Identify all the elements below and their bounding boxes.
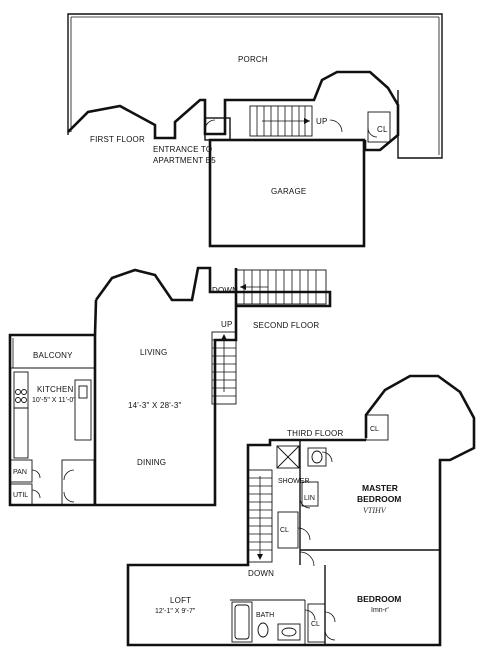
bath-vanity — [277, 623, 301, 641]
third-floor-stairs — [247, 469, 273, 563]
entrance-label-line2: APARTMENT B5 — [153, 156, 216, 165]
balcony-label: BALCONY — [33, 351, 73, 360]
third-floor-closet-mid-label: CL — [280, 527, 289, 534]
third-floor-closet-bottom — [307, 603, 326, 643]
first-floor-closet-label: CL — [377, 125, 388, 134]
entrance-door — [204, 119, 216, 131]
first-floor-label: FIRST FLOOR — [90, 135, 145, 144]
bedroom-dims: Imn-r' — [371, 607, 389, 614]
third-floor-closet-mid — [277, 511, 299, 549]
kitchen-label: KITCHEN — [37, 385, 74, 394]
bath-toilet — [257, 622, 269, 638]
master-bedroom-dims: VTIHV — [363, 506, 387, 515]
dining-label: DINING — [137, 458, 166, 467]
master-bedroom-label-line1: MASTER — [362, 483, 398, 493]
second-floor-wall — [8, 266, 332, 507]
loft-label: LOFT — [170, 596, 191, 605]
third-floor-closet-top-label: CL — [370, 426, 379, 433]
garage-label: GARAGE — [271, 187, 306, 196]
bedroom-label: BEDROOM — [357, 594, 401, 604]
bath-label: BATH — [256, 612, 274, 619]
linen-label: LIN — [304, 495, 315, 502]
third-floor-closet-bottom-label: CL — [311, 621, 320, 628]
living-label: LIVING — [140, 348, 167, 357]
utility — [9, 483, 33, 506]
second-floor-label: SECOND FLOOR — [253, 321, 319, 330]
porch-outline — [67, 13, 443, 159]
third-floor-label: THIRD FLOOR — [287, 429, 343, 438]
living-dims: 14'-3" X 28'-3" — [128, 401, 182, 410]
shower-label: SHOWER — [278, 478, 310, 485]
third-floor: THIRD FLOOR CL SHOWER LIN MASTER BEDROOM… — [126, 374, 476, 647]
second-floor-stairs-top — [235, 269, 327, 305]
entrance-label-line1: ENTRANCE TO — [153, 145, 212, 154]
utility-label: UTIL — [13, 492, 28, 499]
loft-dims: 12'-1" X 9'-7" — [155, 608, 196, 615]
kitchen-dims: 10'-5" X 11'-0" — [32, 397, 76, 404]
first-floor-closet — [367, 111, 391, 143]
dining-closet — [61, 459, 95, 506]
kitchen-counter-left — [13, 407, 29, 459]
pantry-label: PAN — [13, 469, 27, 476]
second-floor-stairs-up — [211, 331, 237, 405]
third-floor-down-label: DOWN — [248, 569, 274, 578]
bathtub — [231, 601, 253, 643]
master-bedroom-label-line2: BEDROOM — [357, 494, 401, 504]
garage — [208, 138, 366, 248]
linen-closet — [301, 481, 319, 507]
kitchen-sink — [78, 385, 88, 399]
third-floor-closet-top — [365, 414, 389, 441]
third-floor-wall — [126, 374, 476, 647]
kitchen-island — [74, 379, 92, 441]
pantry — [9, 459, 33, 483]
second-floor: DOWN UP SECOND FLOOR BALCONY LIVING 14'-… — [8, 266, 332, 507]
first-floor-wall — [67, 70, 400, 152]
porch-label: PORCH — [238, 55, 268, 64]
second-floor-down-label: DOWN — [212, 286, 238, 295]
first-floor: PORCH FIRST FLOOR ENTRANCE TO APARTMENT … — [67, 13, 443, 248]
first-floor-stairs — [249, 105, 313, 137]
second-floor-up-label: UP — [221, 320, 233, 329]
first-floor-up-label: UP — [316, 117, 328, 126]
